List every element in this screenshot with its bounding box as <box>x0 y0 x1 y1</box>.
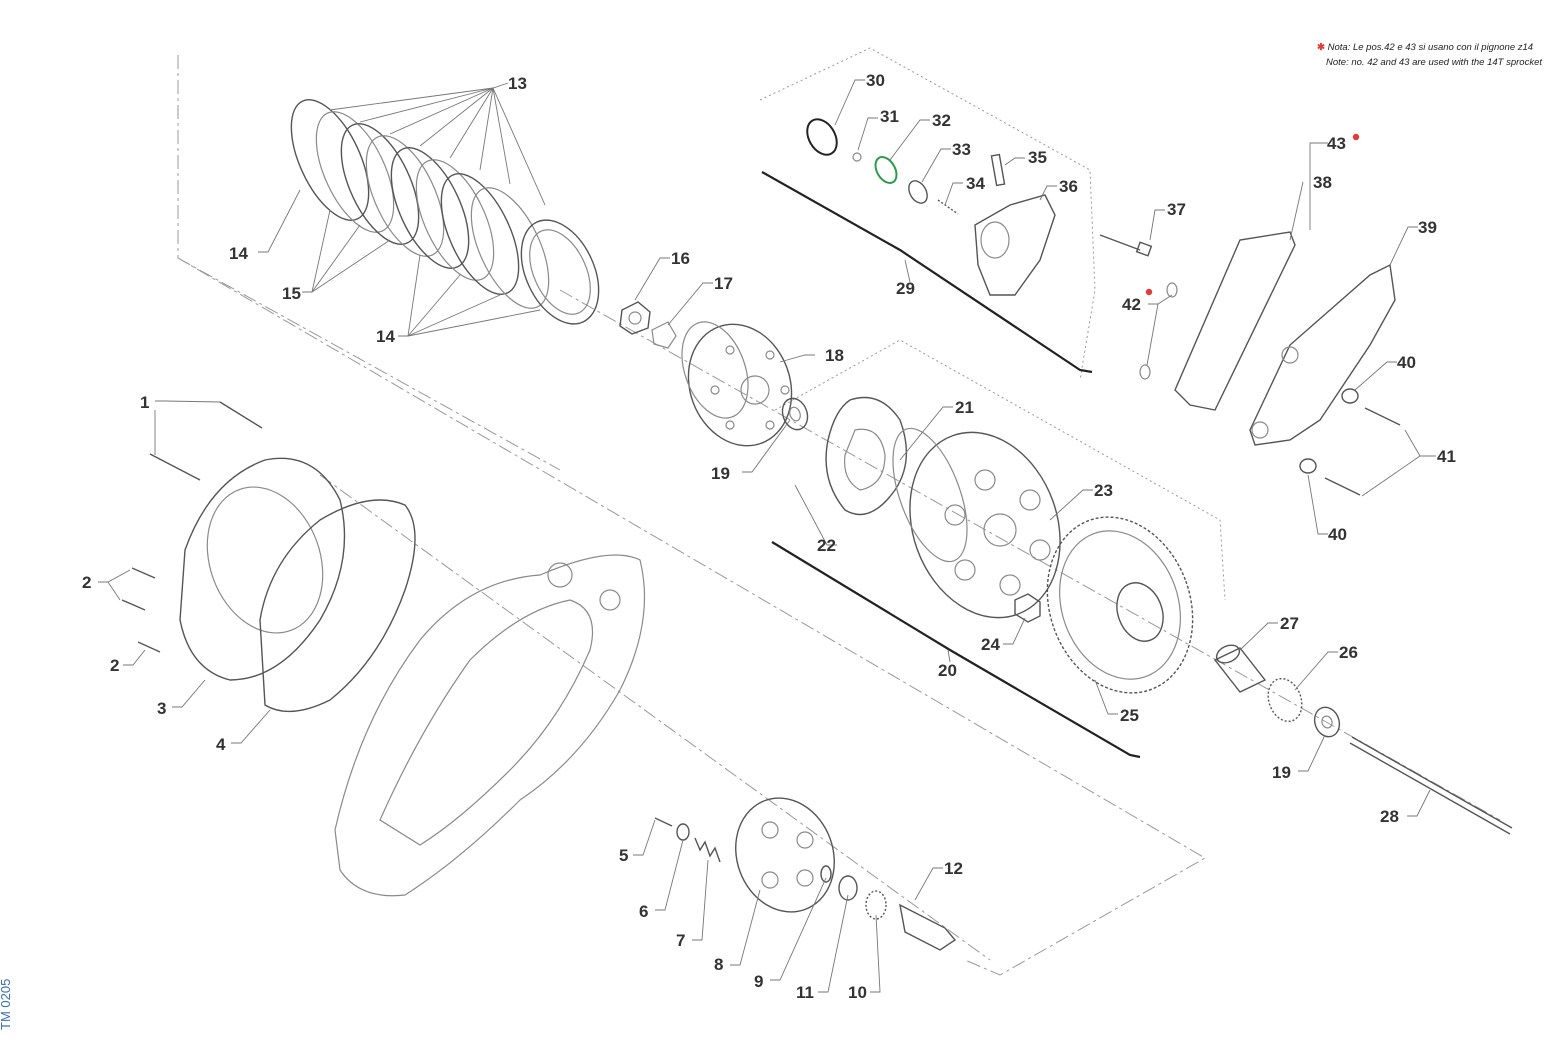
callout-20: 20 <box>938 661 957 680</box>
note-english: Note: no. 42 and 43 are used with the 14… <box>1326 57 1542 68</box>
shaft-components <box>1213 644 1513 835</box>
drawing-code: TM 0205 <box>0 978 13 1030</box>
nut-24 <box>1014 593 1041 623</box>
bolt-37 <box>1099 234 1153 257</box>
release-mechanism <box>654 797 957 951</box>
callout-26: 26 <box>1339 643 1358 662</box>
clutch-plate-stack <box>290 99 600 325</box>
callout-23: 23 <box>1094 481 1113 500</box>
callout-28: 28 <box>1380 807 1399 826</box>
callout-40: 40 <box>1328 525 1347 544</box>
callout-36: 36 <box>1059 177 1078 196</box>
callout-15: 15 <box>282 284 301 303</box>
thrust-washer-upper <box>781 397 809 431</box>
callout-8: 8 <box>714 955 723 974</box>
callout-5: 5 <box>619 846 628 865</box>
group-brackets <box>761 171 1141 759</box>
assembly-guide-lines <box>177 47 1501 976</box>
callout-19: 19 <box>711 464 730 483</box>
callout-18: 18 <box>825 346 844 365</box>
callout-12: 12 <box>944 859 963 878</box>
note-italian: ✱ Nota: Le pos.42 e 43 si usano con il p… <box>1317 42 1533 53</box>
callout-27: 27 <box>1280 614 1299 633</box>
bracket-group-29 <box>761 171 1093 374</box>
callout-9: 9 <box>754 972 763 991</box>
marker-42 <box>1145 288 1153 296</box>
callout-1: 1 <box>140 393 149 412</box>
note-marker-icon: ✱ <box>1317 42 1325 53</box>
sprocket-guard <box>1174 231 1396 446</box>
callout-30: 30 <box>866 71 885 90</box>
bracket-group-20 <box>771 541 1141 759</box>
note-english-text: Note: no. 42 and 43 are used with the 14… <box>1326 57 1542 68</box>
nut-and-lockwasher <box>619 301 677 349</box>
crankcase <box>334 554 646 897</box>
callout-22: 22 <box>817 536 836 555</box>
clutch-basket <box>892 427 1061 619</box>
callout-35: 35 <box>1028 148 1047 167</box>
callout-32: 32 <box>932 111 951 130</box>
callout-4: 4 <box>216 735 226 754</box>
callout-24: 24 <box>981 635 1000 654</box>
callout-25: 25 <box>1120 706 1139 725</box>
callout-38: 38 <box>1313 173 1332 192</box>
callout-numbers: 1 2 2 3 4 5 6 7 8 9 10 11 12 13 14 14 15… <box>82 71 1456 1002</box>
callout-21: 21 <box>955 398 974 417</box>
callout-10: 10 <box>848 983 867 1002</box>
callout-40: 40 <box>1397 353 1416 372</box>
callout-17: 17 <box>714 274 733 293</box>
callout-14: 14 <box>376 327 395 346</box>
callout-14: 14 <box>229 244 248 263</box>
cover-gasket <box>259 499 416 713</box>
callout-11: 11 <box>796 983 814 1002</box>
leader-lines <box>98 79 1436 993</box>
callout-6: 6 <box>639 902 648 921</box>
pressure-plate <box>681 321 793 447</box>
plate-21 <box>825 396 908 516</box>
note-markers <box>1145 133 1360 296</box>
callout-31: 31 <box>880 107 899 126</box>
callout-43: 43 <box>1327 134 1346 153</box>
callout-19: 19 <box>1272 763 1291 782</box>
marker-43 <box>1352 133 1360 141</box>
guard-fasteners <box>1139 282 1401 496</box>
note-italian-text: Nota: Le pos.42 e 43 si usano con il pig… <box>1327 42 1534 53</box>
callout-13: 13 <box>508 74 527 93</box>
callout-37: 37 <box>1167 200 1186 219</box>
callout-2: 2 <box>82 573 91 592</box>
clutch-slave-cylinder-group <box>806 118 1056 296</box>
callout-33: 33 <box>952 140 971 159</box>
clutch-cover <box>121 401 346 681</box>
callout-16: 16 <box>671 249 690 268</box>
callout-42: 42 <box>1122 295 1141 314</box>
callout-29: 29 <box>896 279 915 298</box>
callout-3: 3 <box>157 699 166 718</box>
callout-34: 34 <box>966 174 985 193</box>
callout-39: 39 <box>1418 218 1437 237</box>
callout-7: 7 <box>676 931 685 950</box>
callout-41: 41 <box>1437 447 1456 466</box>
primary-gear <box>1046 516 1194 694</box>
callout-2: 2 <box>110 656 119 675</box>
